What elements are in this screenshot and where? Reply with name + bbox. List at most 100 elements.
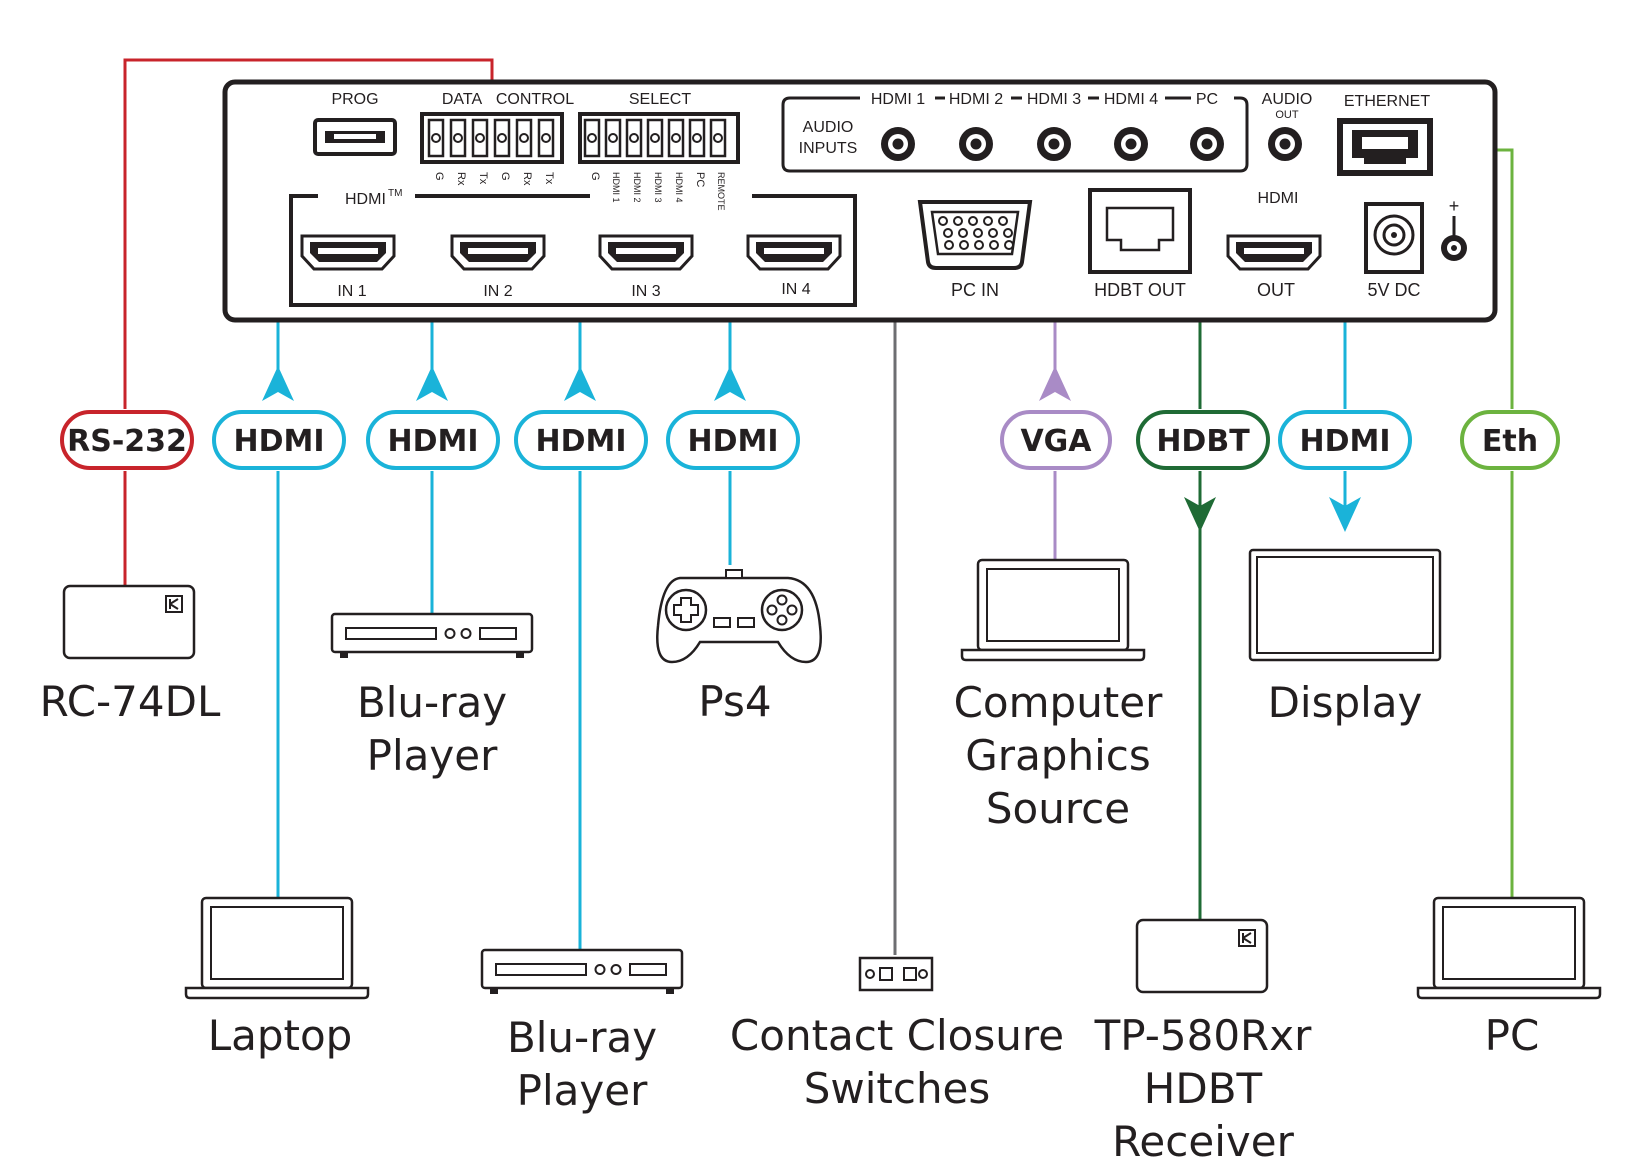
tag-hdmi-in2: HDMI [366,410,500,470]
svg-text:Tx: Tx [543,172,555,185]
vga-pin [959,240,969,250]
hdmi-in-1-port[interactable] [300,234,396,271]
svg-text:VGA: VGA [1020,424,1092,459]
data-label: DATA [442,91,483,108]
tag-hdbt: HDBT [1136,410,1270,470]
rc74dl-keypad-icon [62,584,196,660]
ethernet-label: ETHERNET [1344,93,1430,110]
vga-pin [988,228,998,238]
svg-text:Tx: Tx [477,172,489,185]
svg-text:HDMI: HDMI [687,424,778,459]
hdmi-out-top-label: HDMI [1258,190,1299,207]
contact-switch-icon [858,956,934,992]
svg-text:G: G [433,172,445,181]
audio-jack-hdmi1[interactable] [881,127,915,161]
bluray-top-label-1: Blu-ray [357,678,507,727]
svg-text:G: G [499,172,511,181]
tag-vga: VGA [1000,410,1112,470]
svg-text:HDMI 3: HDMI 3 [653,172,663,203]
terminal-screw-head [497,133,507,143]
audio-out-label-1: AUDIO [1262,91,1313,108]
tag-hdmi-out: HDMI [1278,410,1412,470]
select-terminal[interactable] [578,112,740,164]
prog-label: PROG [331,91,378,108]
in-4-label: IN 4 [781,281,810,298]
arrow-down-hdmi-out [1329,497,1361,532]
terminal-screw-head [431,133,441,143]
vga-pin [1004,240,1014,250]
power-label: 5V DC [1367,280,1420,300]
vga-pin [944,240,954,250]
svg-text:REMOTE: REMOTE [716,172,726,211]
vga-pin [973,228,983,238]
arrows-up-hdmi [262,366,746,401]
power-port[interactable] [1364,202,1424,274]
computer-label-3: Source [986,784,1130,833]
receiver-label-2: HDBT [1144,1064,1263,1113]
terminal-screw-head [671,133,681,143]
audio-out-label-2: OUT [1275,109,1299,121]
data-control-terminal[interactable] [420,112,564,164]
arrow-down-hdbt [1184,497,1216,532]
terminal-screw-head [587,133,597,143]
pc-label: PC [1485,1011,1540,1060]
ground-screw-icon [1441,216,1467,261]
vga-pin [968,216,978,226]
tag-rs232: RS-232 [60,410,194,470]
svg-text:HDMI 4: HDMI 4 [674,172,684,203]
rear-panel: PROG DATA CONTROL G Rx Tx G Rx Tx SELECT… [222,79,1498,323]
hdmi-in-2-port[interactable] [450,234,546,271]
vga-pin [938,216,948,226]
hdbt-out-port[interactable] [1088,188,1192,274]
audio-hdmi3-label: HDMI 3 [1027,91,1081,108]
laptop-label: Laptop [208,1011,353,1060]
bluray-top-label-2: Player [367,731,498,780]
terminal-screw-head [629,133,639,143]
select-label: SELECT [629,91,691,108]
svg-text:HDMI: HDMI [387,424,478,459]
hdmi-in-4-port[interactable] [746,234,842,271]
pc-in-vga-port[interactable] [917,200,1033,270]
pc-laptop-icon [1416,896,1602,1000]
svg-text:Eth: Eth [1482,424,1538,459]
terminal-screw-head [475,133,485,143]
hdmi-in-3-port[interactable] [598,234,694,271]
receiver-label-3: Receiver [1112,1117,1294,1166]
svg-text:PC: PC [694,172,706,187]
audio-hdmi2-label: HDMI 2 [949,91,1003,108]
hdmi-tm: TM [388,188,402,199]
svg-text:HDBT: HDBT [1156,424,1250,459]
hdmi-out-port[interactable] [1226,234,1322,271]
audio-out-jack[interactable] [1268,127,1302,161]
prog-usb-port[interactable] [313,118,397,156]
audio-jack-hdmi4[interactable] [1114,127,1148,161]
tag-hdmi-in1: HDMI [212,410,346,470]
panel-body [222,79,1498,323]
laptop-icon [184,896,370,1000]
audio-jack-hdmi3[interactable] [1037,127,1071,161]
contact-label-2: Switches [804,1064,991,1113]
audio-pc-label: PC [1196,91,1218,108]
terminal-screw-head [453,133,463,143]
bluray-bottom-label-2: Player [517,1066,648,1115]
vga-pin [998,216,1008,226]
audio-jack-pc[interactable] [1190,127,1224,161]
vga-pin [958,228,968,238]
terminal-screw-head [692,133,702,143]
bluray-top-icon [330,612,534,660]
audio-jack-hdmi2[interactable] [959,127,993,161]
ethernet-port[interactable] [1337,118,1433,176]
data-pin-labels: G Rx Tx G Rx Tx [433,172,555,186]
hdbt-out-label: HDBT OUT [1094,280,1186,300]
svg-text:HDMI: HDMI [233,424,324,459]
svg-text:HDMI: HDMI [1299,424,1390,459]
hdmi-group-label: HDMI [345,191,386,208]
terminal-screw-head [650,133,660,143]
receiver-label-1: TP-580Rxr [1094,1011,1312,1060]
in-2-label: IN 2 [483,283,512,300]
svg-text:Rx: Rx [521,172,533,186]
arrow-up-vga [1039,366,1071,401]
in-3-label: IN 3 [631,283,660,300]
plus-sign: + [1449,196,1460,216]
computer-label-1: Computer [954,678,1164,727]
